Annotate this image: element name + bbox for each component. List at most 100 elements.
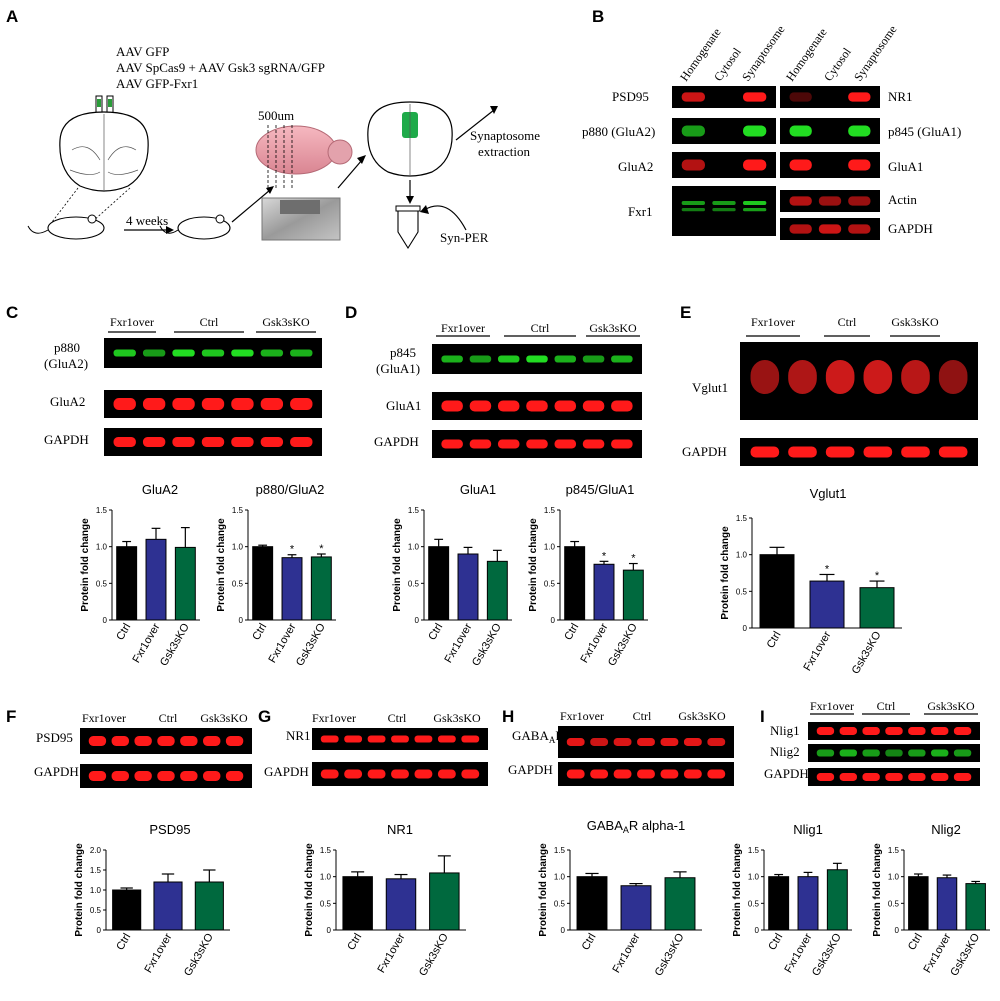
blot-band xyxy=(180,736,198,746)
blot-band xyxy=(681,201,705,205)
x-tick-label: Ctrl xyxy=(114,622,133,643)
bar-ctrl xyxy=(564,546,586,621)
blot-band xyxy=(743,125,767,137)
blot-band xyxy=(260,437,284,447)
blot-band xyxy=(441,439,463,449)
x-tick-label: Fxr1over xyxy=(376,931,408,975)
lane-synaptosome: Synaptosome xyxy=(739,23,788,84)
y-tick-label: 1.5 xyxy=(544,506,556,515)
group-header-label: Ctrl xyxy=(159,711,178,725)
bar-fxr1over xyxy=(593,563,615,621)
arrow-to-extraction xyxy=(455,109,495,141)
bar-ctrl xyxy=(768,876,790,931)
blot-label-psd95: PSD95 xyxy=(612,89,649,104)
blot-band xyxy=(750,446,780,458)
blot-band xyxy=(818,196,842,206)
y-tick-label: 0 xyxy=(743,624,748,633)
blot-band xyxy=(461,735,480,743)
x-tick-label: Fxr1over xyxy=(579,621,611,665)
blot-strip xyxy=(672,118,776,144)
blot-band xyxy=(367,769,386,779)
arrow-head-icon xyxy=(490,106,498,114)
blot-strip xyxy=(312,762,488,786)
blot-band xyxy=(789,125,812,137)
arrow-synper xyxy=(423,205,467,231)
blot-band xyxy=(391,769,409,779)
blot-band xyxy=(590,769,609,779)
significance-star: * xyxy=(875,570,880,582)
blot-band xyxy=(816,727,835,735)
group-header-label: Fxr1over xyxy=(312,711,356,725)
blot-band xyxy=(203,736,221,746)
x-tick-label: Gsk3sKO xyxy=(470,621,504,668)
aav-line-2: AAV SpCas9 + AAV Gsk3 sgRNA/GFP xyxy=(116,60,325,75)
blot-band xyxy=(818,224,842,234)
blot-band xyxy=(113,349,136,357)
blot-strip xyxy=(558,762,734,786)
blot-band xyxy=(931,727,949,735)
extraction-label: extraction xyxy=(478,144,530,159)
blot-band xyxy=(931,749,949,757)
blot-band xyxy=(201,437,225,447)
syringe-fill xyxy=(97,99,101,107)
blot-background xyxy=(740,438,978,466)
chart-title: NR1 xyxy=(387,822,413,837)
blot-band xyxy=(113,398,136,410)
y-tick-label: 0 xyxy=(895,926,900,935)
blot-strip xyxy=(808,722,980,740)
blot-band xyxy=(320,735,339,743)
blot-band xyxy=(203,771,221,781)
blot-band xyxy=(660,769,679,779)
group-header-label: Fxr1over xyxy=(810,699,854,713)
blot-band xyxy=(863,446,893,458)
blot-band xyxy=(554,439,577,449)
blot-band xyxy=(743,208,767,212)
blot-label-gapdh: GAPDH xyxy=(44,432,89,447)
blot-band xyxy=(231,398,254,410)
blot-band xyxy=(825,360,855,394)
significance-star: * xyxy=(319,543,324,555)
x-tick-label: Gsk3sKO xyxy=(810,931,844,978)
blot-band xyxy=(908,727,926,735)
group-header-label: Fxr1over xyxy=(441,321,485,335)
bar-fxr1over xyxy=(809,580,845,629)
y-tick-label: 0 xyxy=(103,616,108,625)
chart-title: p880/GluA2 xyxy=(256,482,325,497)
weeks-label: 4 weeks xyxy=(126,213,168,228)
blot-band xyxy=(825,446,855,458)
x-tick-label: Gsk3sKO xyxy=(294,621,328,668)
group-header-label: Gsk3sKO xyxy=(589,321,637,335)
bar-ctrl xyxy=(428,546,450,621)
blot-band xyxy=(901,360,930,394)
blot-band xyxy=(157,736,175,746)
blot-strip xyxy=(780,118,880,144)
bar-ctrl xyxy=(908,876,929,931)
blot-band xyxy=(789,92,812,102)
blot-band xyxy=(848,125,871,137)
blot-band xyxy=(931,773,949,781)
blot-band xyxy=(750,360,780,394)
group-header-label: Gsk3sKO xyxy=(927,699,975,713)
blot-band xyxy=(712,208,736,212)
bar-fxr1over xyxy=(936,877,958,931)
x-tick-label: Ctrl xyxy=(580,932,599,953)
x-tick-label: Ctrl xyxy=(426,622,445,643)
bar-gsk3sko xyxy=(664,877,696,931)
bar-fxr1over xyxy=(797,876,819,931)
group-header-label: Ctrl xyxy=(633,709,652,723)
blot-strip xyxy=(740,438,978,466)
blot-band xyxy=(526,400,548,412)
panel-letter-i: I xyxy=(760,707,765,726)
blot-band xyxy=(848,224,871,234)
blot-strip xyxy=(780,86,880,108)
blot-band xyxy=(637,769,655,779)
blot-band xyxy=(290,349,313,357)
y-axis-label: Protein fold change xyxy=(80,518,91,612)
blot-band xyxy=(497,355,520,363)
x-tick-label: Fxr1over xyxy=(443,621,475,665)
y-axis-label: Protein fold change xyxy=(528,518,539,612)
blot-strip xyxy=(740,342,978,420)
y-tick-label: 1.5 xyxy=(90,866,102,875)
